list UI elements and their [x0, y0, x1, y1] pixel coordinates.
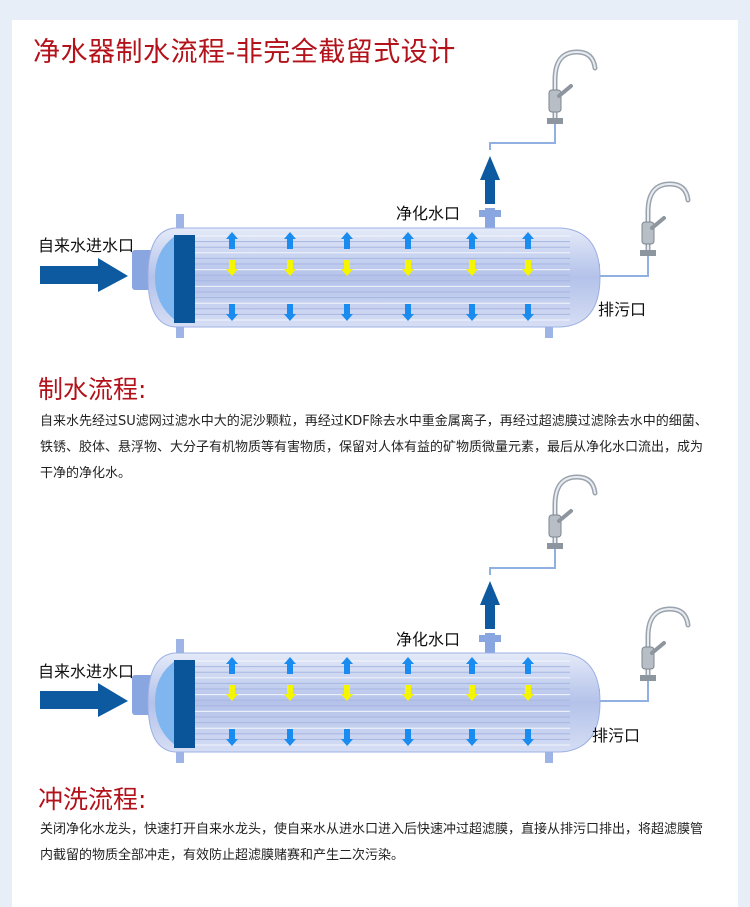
- tank-end-cap: [155, 236, 175, 320]
- down-flow-arrow: [466, 304, 478, 321]
- up-flow-arrow: [522, 657, 534, 674]
- up-flow-arrow: [226, 232, 238, 249]
- drain-pipe: [600, 255, 649, 277]
- down-flow-arrow: [226, 729, 238, 746]
- mount-foot: [176, 214, 184, 230]
- outlet-port: [485, 208, 495, 230]
- inlet-label: 自来水进水口: [38, 662, 135, 681]
- inward-flow-arrow: [226, 685, 238, 701]
- down-flow-arrow: [402, 304, 414, 321]
- outlet-flow-arrow: [480, 581, 500, 629]
- content-card: [12, 20, 738, 907]
- inward-flow-arrow: [226, 260, 238, 276]
- inward-flow-arrow: [522, 260, 534, 276]
- pure-water-pipe: [489, 535, 556, 575]
- flushing-flow-diagram: [40, 474, 691, 763]
- faucet-icon: [547, 49, 598, 124]
- down-flow-arrow: [284, 729, 296, 746]
- inward-flow-arrow: [402, 260, 414, 276]
- pure-water-pipe: [489, 110, 556, 150]
- up-flow-arrow: [522, 232, 534, 249]
- down-flow-arrow: [341, 729, 353, 746]
- inlet-label: 自来水进水口: [38, 236, 135, 255]
- drain-label: 排污口: [592, 726, 641, 745]
- drain-label: 排污口: [598, 300, 647, 319]
- faucet-icon: [640, 181, 691, 256]
- up-flow-arrow: [402, 232, 414, 249]
- mount-foot: [176, 639, 184, 655]
- up-flow-arrow: [466, 232, 478, 249]
- purification-flow-diagram: [40, 49, 691, 338]
- up-flow-arrow: [341, 657, 353, 674]
- outlet-label: 净化水口: [396, 630, 461, 649]
- up-flow-arrow: [284, 232, 296, 249]
- filter-tank: [147, 227, 601, 328]
- mount-foot: [545, 751, 553, 763]
- up-flow-arrow: [341, 232, 353, 249]
- inward-flow-arrow: [284, 685, 296, 701]
- inward-flow-arrow: [284, 260, 296, 276]
- outlet-flange: [479, 210, 501, 217]
- down-flow-arrow: [402, 729, 414, 746]
- pre-filter-block: [174, 235, 195, 323]
- filter-tank: [147, 652, 601, 753]
- section-text-flushing: 关闭净化水龙头，快速打开自来水龙头，使自来水从进水口进入后快速冲过超滤膜，直接从…: [40, 822, 704, 863]
- section-heading-purification: 制水流程:: [38, 375, 147, 404]
- tank-end-cap: [155, 661, 175, 745]
- inlet-flow-arrow: [40, 258, 128, 292]
- mount-foot: [176, 751, 184, 763]
- up-flow-arrow: [402, 657, 414, 674]
- up-flow-arrow: [466, 657, 478, 674]
- down-flow-arrow: [341, 304, 353, 321]
- inward-flow-arrow: [522, 685, 534, 701]
- up-flow-arrow: [284, 657, 296, 674]
- page-title: 净水器制水流程-非完全截留式设计: [33, 37, 456, 68]
- outlet-port: [485, 633, 495, 655]
- down-flow-arrow: [466, 729, 478, 746]
- drain-pipe: [600, 680, 649, 702]
- inward-flow-arrow: [341, 685, 353, 701]
- section-heading-flushing: 冲洗流程:: [38, 785, 147, 814]
- down-flow-arrow: [284, 304, 296, 321]
- pre-filter-block: [174, 660, 195, 748]
- inward-flow-arrow: [402, 685, 414, 701]
- inward-flow-arrow: [341, 260, 353, 276]
- up-flow-arrow: [226, 657, 238, 674]
- outlet-flange: [479, 635, 501, 642]
- inward-flow-arrow: [466, 685, 478, 701]
- faucet-icon: [547, 474, 598, 549]
- mount-foot: [176, 326, 184, 338]
- outlet-label: 净化水口: [396, 204, 461, 223]
- down-flow-arrow: [226, 304, 238, 321]
- inlet-flow-arrow: [40, 683, 128, 717]
- mount-foot: [545, 326, 553, 338]
- outlet-flow-arrow: [480, 156, 500, 204]
- section-text-purification: 自来水先经过SU滤网过滤水中大的泥沙颗粒，再经过KDF除去水中重金属离子，再经过…: [40, 414, 708, 481]
- inward-flow-arrow: [466, 260, 478, 276]
- faucet-icon: [640, 606, 691, 681]
- down-flow-arrow: [522, 729, 534, 746]
- down-flow-arrow: [522, 304, 534, 321]
